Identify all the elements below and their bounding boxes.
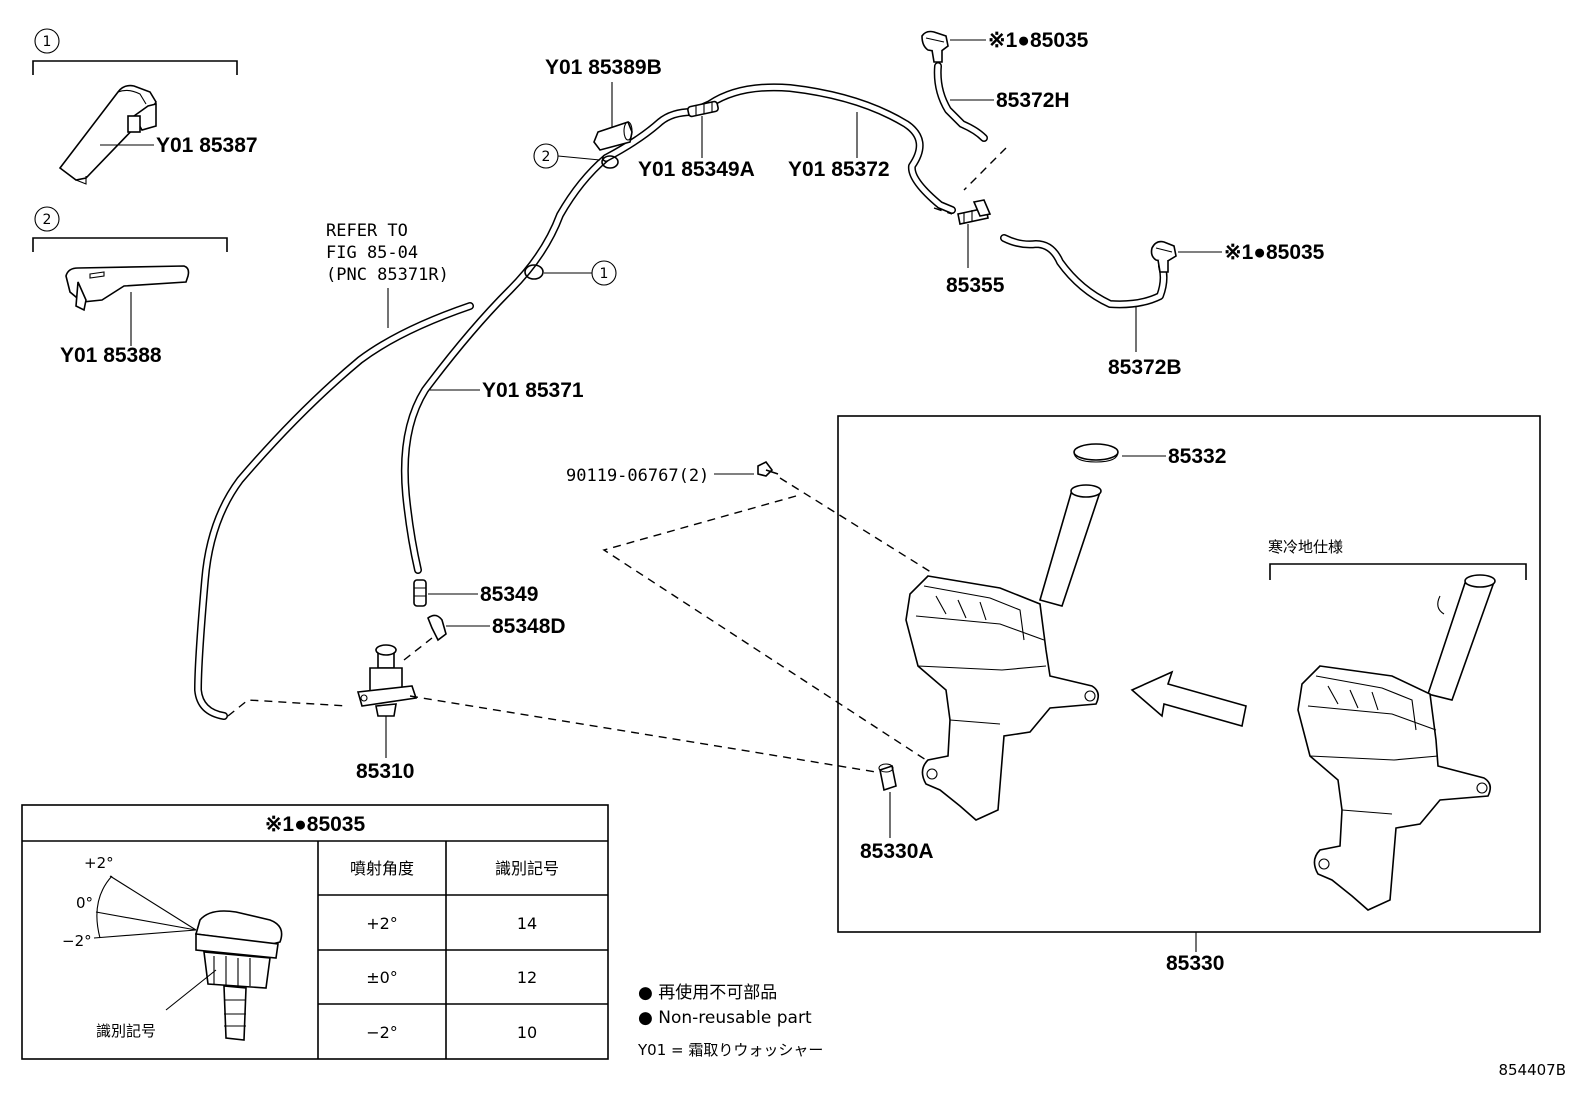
hose-85371 [400,154,610,574]
label-85348d: 85348D [492,615,566,638]
clamp-ring-2 [601,155,619,169]
id-mark-label: 識別記号 [96,1022,156,1040]
angle-minus-label: −2° [62,932,92,950]
nozzle-detail-drawing [194,910,283,1041]
label-85349: 85349 [480,583,538,606]
nozzle-85035-right [1150,240,1177,273]
label-85372b: 85372B [1108,356,1182,379]
tank-assembly-box [837,415,1541,933]
callout-circle-1-label: 1 [43,34,52,50]
callout-circle-1 [34,28,60,54]
callout-circle-2-label: 2 [43,212,52,228]
callout-circle-2 [34,206,60,232]
callout-circle-2-main-label: 2 [542,149,551,165]
angle-arc [96,875,113,939]
legend-line-3: Y01 = 霜取りウォッシャー [637,1041,823,1059]
callout-circle-1-main-label: 1 [600,266,609,282]
dash-pump-elbow [403,637,433,661]
screw-90119 [757,460,779,477]
angle-plus-label: +2° [84,854,114,872]
callout-circle-2-main [533,143,559,169]
callout-circle-1-main [591,260,617,286]
pump-85310 [356,644,418,717]
detail-2-bracket [32,237,228,252]
nozzle-table: ※1●85035 噴射角度 識別記号 +2° 14 ±0° 12 −2° 10 … [21,804,609,1060]
table-row-1-id: 14 [517,914,537,933]
label-y01-85372: Y01 85372 [788,158,890,181]
angle-zero-label: 0° [76,894,93,912]
figure-code: 854407B [1498,1061,1566,1079]
label-85035-right: ※1●85035 [1224,241,1325,264]
dash-85372h-85355 [963,147,1007,191]
cap-85332 [1073,443,1119,463]
dash-pump-grommet [409,695,877,773]
hose-85371r [194,302,474,720]
table-header-id: 識別記号 [495,859,559,878]
clamp-85387-drawing [58,84,157,185]
legend-line-1: ● 再使用不可部品 [638,982,777,1003]
hose-85372 [602,83,956,214]
label-cold-spec: 寒冷地仕様 [1268,538,1343,556]
cold-spec-bracket [1269,563,1527,580]
label-85330a: 85330A [860,840,934,863]
label-85310: 85310 [356,760,414,783]
nozzle-85035-top [921,30,949,63]
dash-85372-85355 [933,207,953,215]
dash-refer-hose-pump [227,699,349,717]
label-85035-top: ※1●85035 [988,29,1089,52]
joint-85349a [687,100,719,118]
nozzle-table-frame [21,804,609,1060]
label-y01-85389b: Y01 85389B [545,56,662,79]
table-row-2-id: 12 [517,968,537,987]
label-y01-85371: Y01 85371 [482,379,584,402]
leader-circle-2-main [557,155,601,161]
detail-1: 1 Y01 85387 [32,28,258,185]
elbow-85348d [427,614,447,642]
table-header-angle: 噴射角度 [350,859,414,878]
sleeve-85389b [593,121,633,151]
arrow-left [1130,670,1247,728]
refer-to-line2: FIG 85-04 [326,243,418,263]
label-y01-85349a: Y01 85349A [638,158,755,181]
label-90119: 90119-06767(2) [566,466,709,486]
label-85372h: 85372H [996,89,1070,112]
tank-main-drawing [905,484,1102,821]
label-y01-85387: Y01 85387 [156,134,258,157]
refer-to-line3: (PNC 85371R) [326,265,449,285]
legend-line-2: ● Non-reusable part [638,1008,812,1028]
hose-85372b [1000,234,1168,309]
joint-85355 [957,199,992,225]
dash-screw-tank [779,477,935,575]
label-85330: 85330 [1166,952,1224,975]
label-85355: 85355 [946,274,1005,297]
refer-to-line1: REFER TO [326,221,408,241]
leader-id-mark [165,969,217,1011]
table-row-3-angle: −2° [366,1023,398,1042]
label-y01-85388: Y01 85388 [60,344,162,367]
label-85332: 85332 [1168,445,1226,468]
table-row-3-id: 10 [517,1023,537,1042]
joint-85349 [413,579,427,607]
grommet-85330a [878,763,897,792]
nozzle-table-title: ※1●85035 [265,813,366,836]
detail-1-bracket [32,60,238,75]
hose-85372h [933,62,988,142]
tank-cold-spec-drawing [1297,574,1496,911]
detail-2: 2 Y01 85388 [32,206,228,367]
clip-85388-drawing [65,265,190,312]
dash-screw-tank-lower [602,495,927,761]
table-row-1-angle: +2° [366,914,398,933]
clamp-ring-1 [524,264,544,280]
table-row-2-angle: ±0° [366,968,398,987]
